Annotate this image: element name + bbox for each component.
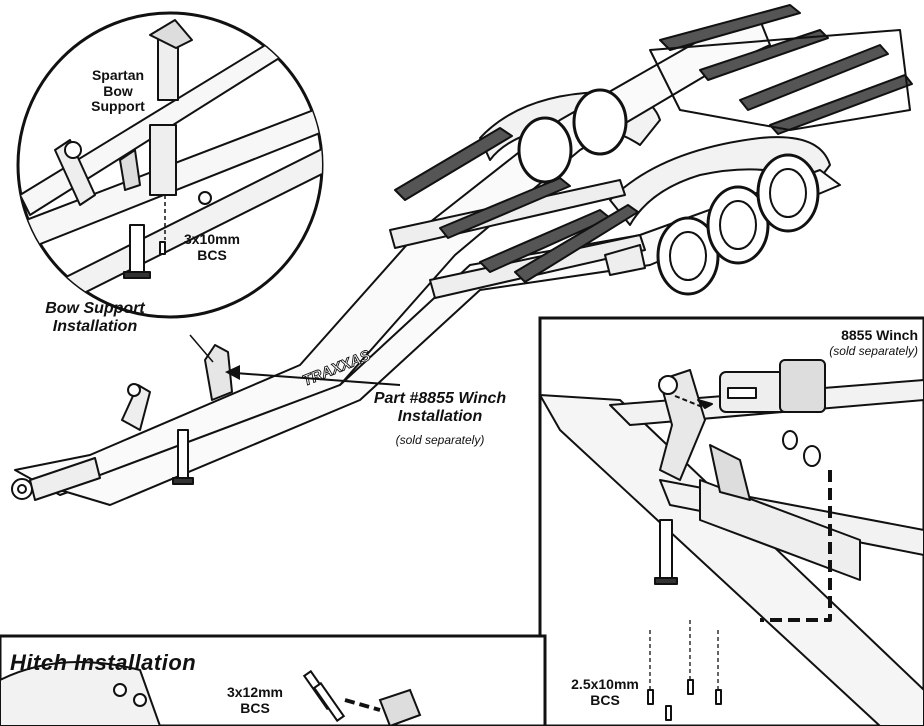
winch-installation-label: Part #8855 Winch Installation [373, 390, 507, 425]
screw-3x12-label: 3x12mm BCS [226, 684, 284, 716]
trailer-wheels [517, 88, 820, 296]
trailer-main-illustration [11, 4, 913, 506]
bow-support-installation-label: Bow Support Installation [45, 300, 145, 335]
winch-arrow [225, 365, 401, 386]
winch-8855-note: (sold separately) [829, 344, 918, 358]
screw-2-5x10-label: 2.5x10mm BCS [571, 676, 639, 708]
hitch-installation-panel [0, 634, 547, 726]
winch-installation-note: (sold separately) [395, 433, 485, 447]
winch-8855-label: 8855 Winch [841, 327, 918, 343]
winch-installation-panel [538, 316, 924, 726]
hitch-installation-title: Hitch Installation [10, 650, 197, 675]
bow-support-magnifier [16, 11, 324, 319]
screw-3x10-label: 3x10mm BCS [183, 231, 241, 263]
bow-support-leader-line [189, 334, 214, 363]
bow-support-part-label: Spartan Bow Support [91, 67, 145, 115]
